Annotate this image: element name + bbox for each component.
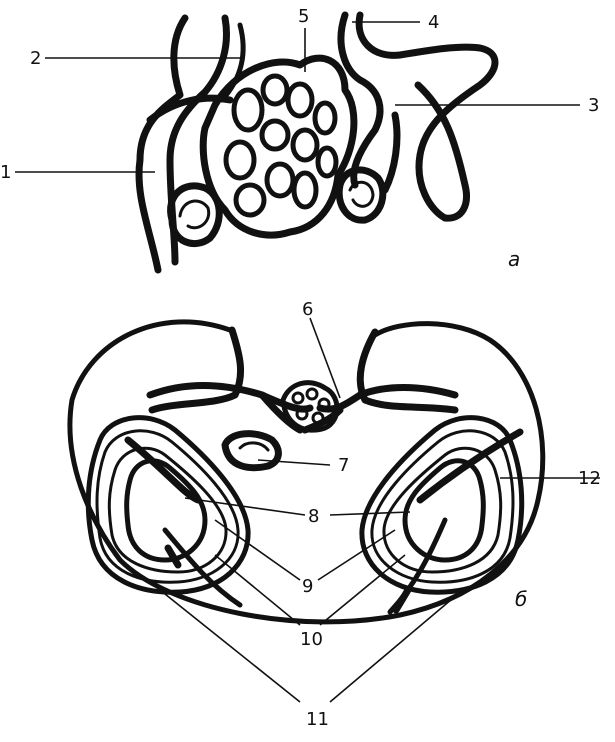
label-10: 10	[300, 629, 323, 650]
label-7: 7	[338, 455, 349, 476]
label-5: 5	[298, 6, 309, 27]
panel-label-b: б	[515, 587, 527, 611]
small-oblong-body	[225, 434, 278, 468]
label-8: 8	[308, 506, 319, 527]
label-4: 4	[428, 12, 439, 33]
label-9: 9	[302, 576, 313, 597]
right-small-organ	[339, 170, 383, 220]
label-11: 11	[306, 709, 329, 730]
central-vessels	[152, 330, 241, 410]
panel-label-a: а	[508, 247, 520, 271]
panel-a-drawing	[139, 15, 495, 270]
central-lobules	[226, 76, 336, 215]
label-1: 1	[0, 162, 11, 183]
label-12: 12	[578, 468, 601, 489]
label-3: 3	[588, 95, 599, 116]
label-6: 6	[302, 299, 313, 320]
label-2: 2	[30, 48, 41, 69]
